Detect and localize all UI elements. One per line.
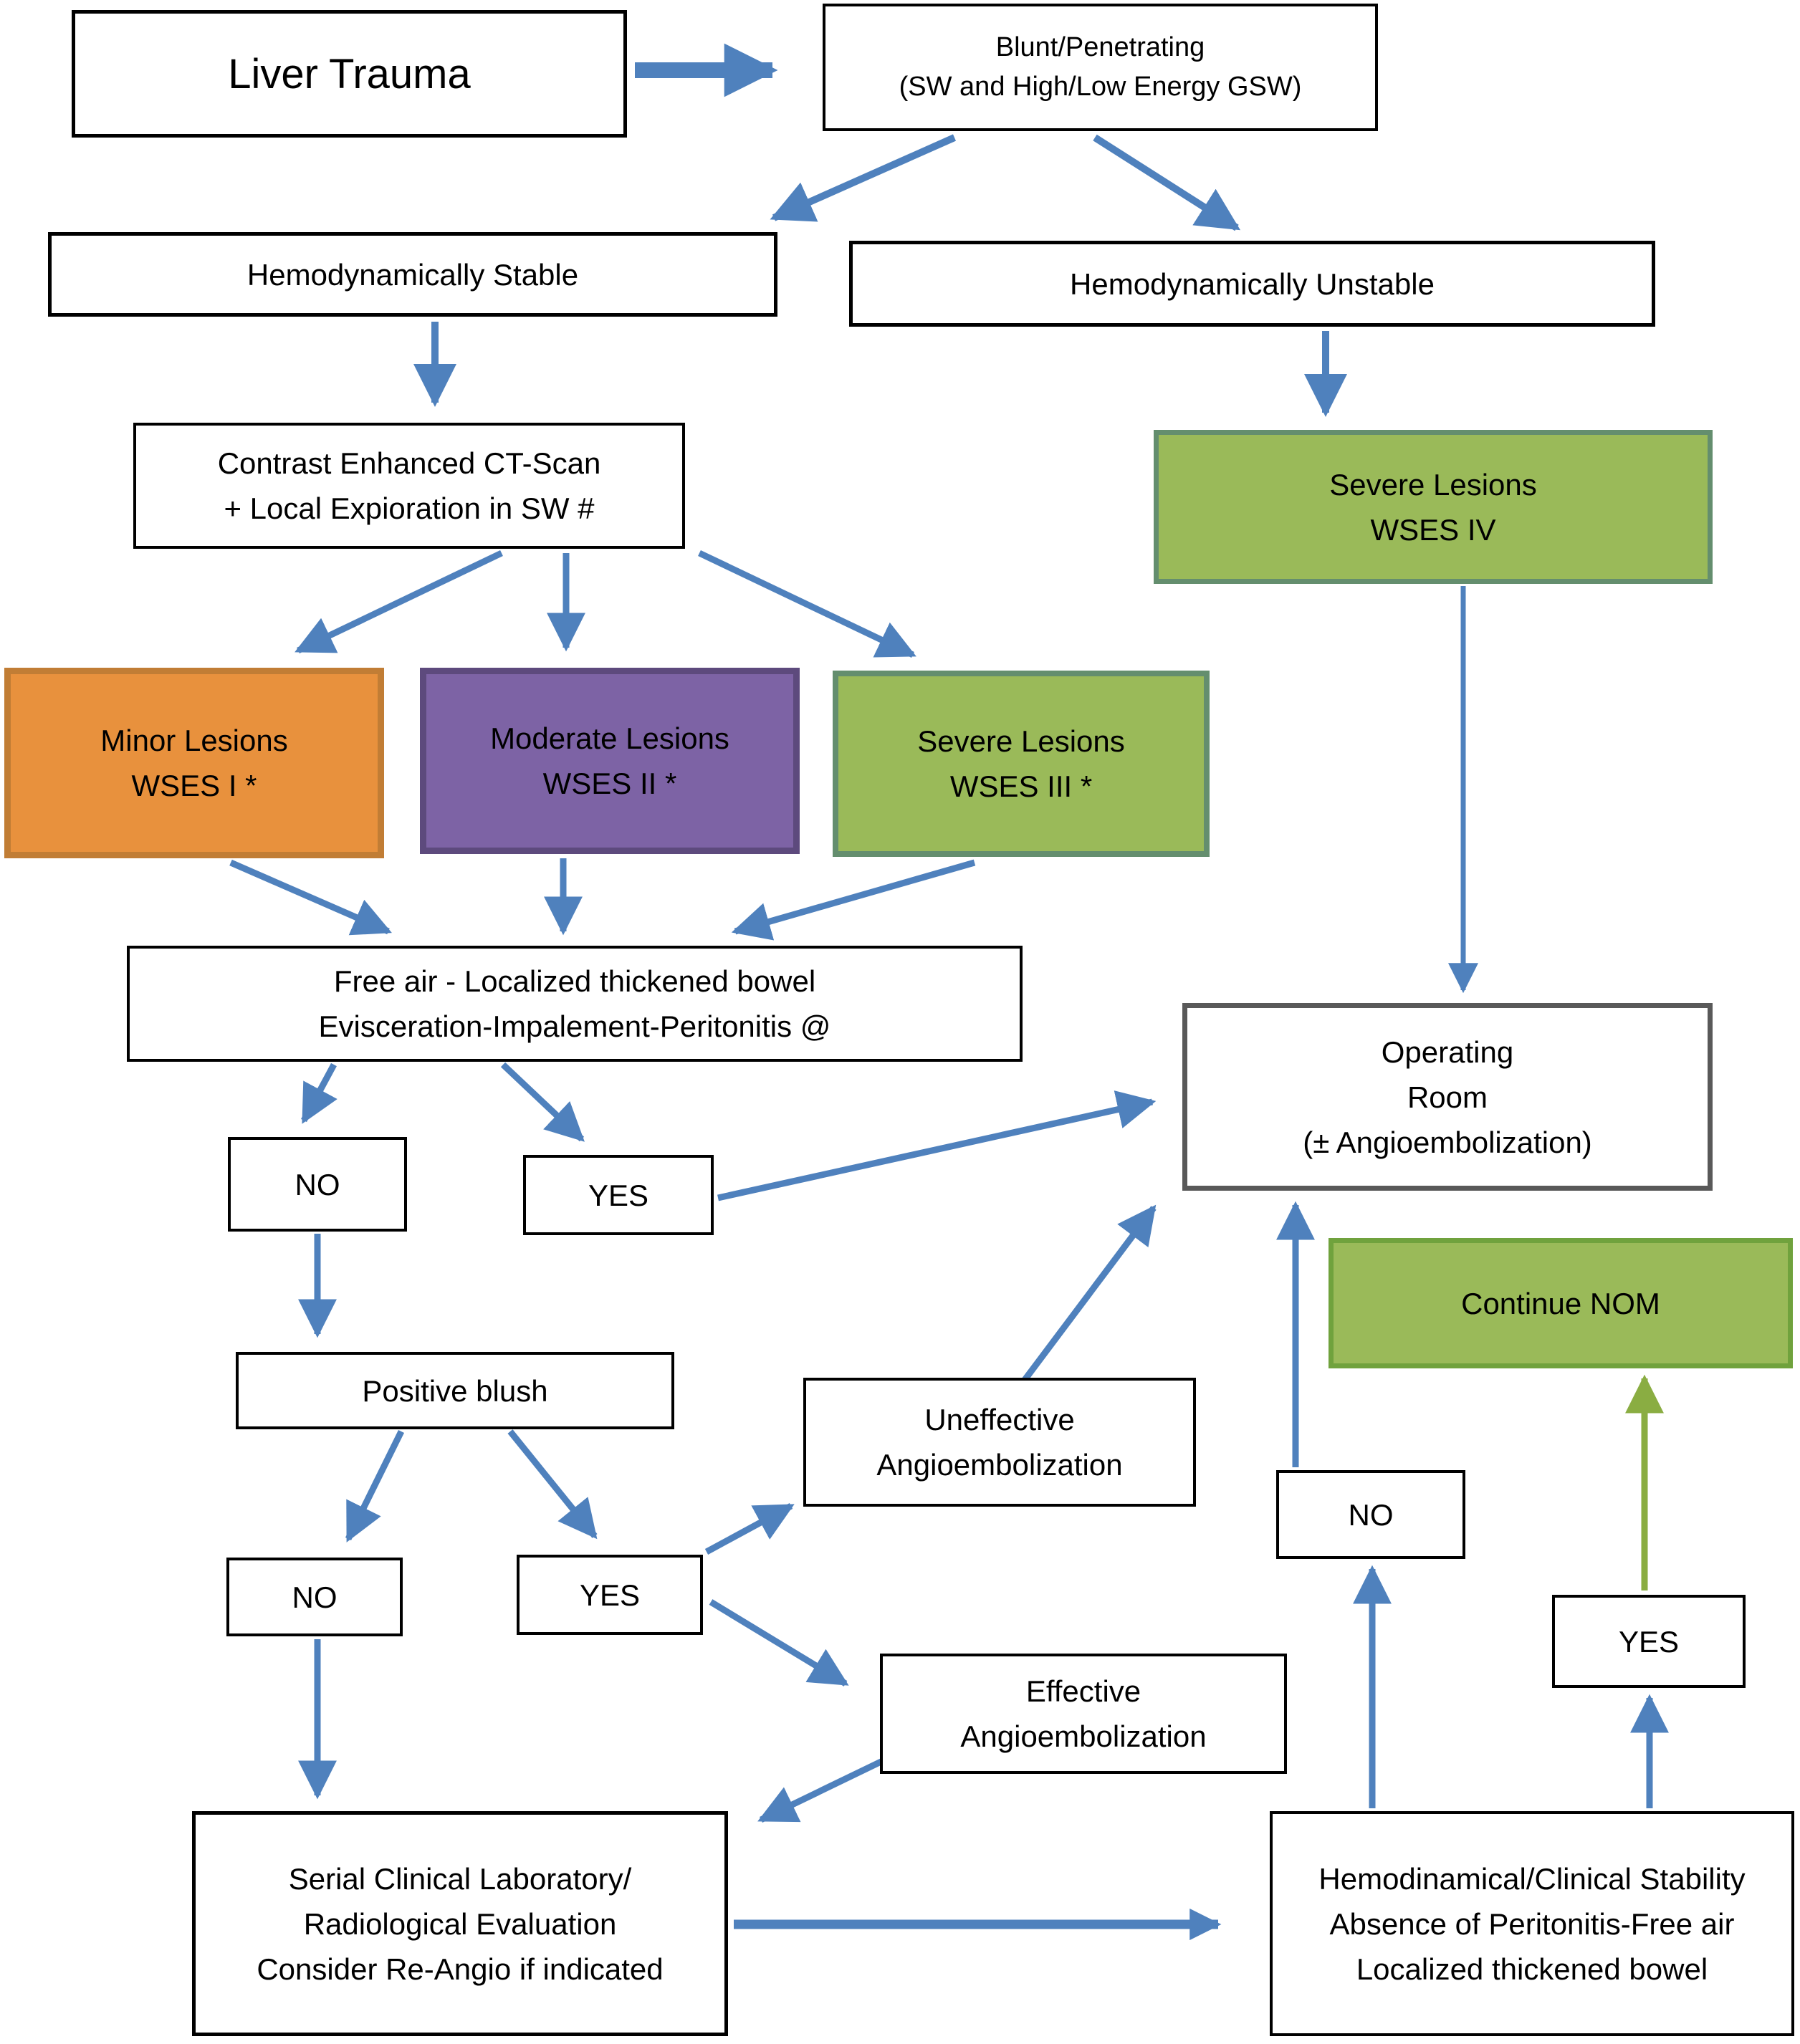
node-serial-clinical-evaluation: Serial Clinical Laboratory/ Radiological… [192, 1811, 728, 2036]
node-label-line: (± Angioembolization) [1303, 1125, 1592, 1159]
node-label-line: Moderate Lesions [490, 721, 729, 755]
node-label: YES [579, 1578, 641, 1612]
arrow-blush-to-no3 [345, 1430, 405, 1542]
node-label-line: WSES II * [542, 767, 677, 800]
node-label: YES [588, 1178, 649, 1212]
node-yes-stability: YES [1552, 1595, 1746, 1688]
node-label-line: Angioembolization [876, 1448, 1123, 1482]
node-label-line: Free air - Localized thickened bowel [333, 964, 816, 998]
node-label-line: Contrast Enhanced CT-Scan [217, 446, 601, 480]
node-effective-angioembolization: Effective Angioembolization [880, 1654, 1287, 1774]
node-label: NO [1348, 1497, 1394, 1532]
node-no-stability: NO [1276, 1470, 1465, 1559]
node-label: NO [295, 1167, 340, 1201]
node-label: Positive blush [362, 1373, 548, 1408]
node-free-air-peritonitis: Free air - Localized thickened bowel Evi… [127, 946, 1023, 1062]
node-label-line: Serial Clinical Laboratory/ [288, 1861, 632, 1896]
arrow-blunt-to-stable [770, 134, 957, 222]
node-label: NO [292, 1580, 338, 1614]
node-severe-lesions-wses-iv: Severe Lesions WSES IV [1154, 430, 1713, 584]
node-label-line: Room [1407, 1080, 1488, 1114]
node-label-line: Uneffective [924, 1403, 1075, 1436]
arrow-uneffective-to-or [1022, 1204, 1157, 1382]
node-moderate-lesions-wses-ii: Moderate Lesions WSES II * [420, 668, 800, 854]
node-hemodinamical-clinical-stability: Hemodinamical/Clinical Stability Absence… [1270, 1811, 1794, 2036]
node-blunt-penetrating: Blunt/Penetrating (SW and High/Low Energ… [823, 4, 1378, 131]
node-hemodynamically-stable: Hemodynamically Stable [48, 232, 777, 317]
arrow-blunt-to-unstable [1093, 134, 1241, 231]
node-label-line: WSES IV [1370, 512, 1496, 547]
node-label-line: (SW and High/Low Energy GSW) [899, 72, 1302, 102]
node-label-line: Severe Lesions [1329, 467, 1537, 502]
node-label-line: Absence of Peritonitis-Free air [1329, 1906, 1735, 1941]
node-minor-lesions-wses-i: Minor Lesions WSES I * [4, 668, 384, 858]
arrow-minor-to-freeair [229, 859, 392, 936]
node-severe-lesions-wses-iii: Severe Lesions WSES III * [833, 671, 1210, 857]
arrow-yes1-to-or [717, 1090, 1157, 1201]
arrow-severe3-to-freeair [731, 859, 976, 941]
node-uneffective-angioembolization: Uneffective Angioembolization [803, 1378, 1196, 1507]
node-positive-blush: Positive blush [236, 1352, 674, 1429]
node-label: Continue NOM [1461, 1286, 1660, 1320]
node-liver-trauma: Liver Trauma [72, 10, 627, 138]
node-no-blush: NO [226, 1558, 403, 1636]
node-yes-blush: YES [517, 1555, 703, 1635]
node-label-line: + Local Expioration in SW # [224, 491, 595, 525]
arrow-ct-to-severe3 [698, 550, 916, 658]
node-label: Liver Trauma [228, 50, 471, 97]
node-label: YES [1618, 1624, 1680, 1659]
arrow-ct-to-minor [295, 550, 503, 654]
node-operating-room: Operating Room (± Angioembolization) [1182, 1003, 1713, 1191]
arrow-effective-to-serial [757, 1752, 896, 1823]
node-label: Hemodynamically Unstable [1070, 267, 1435, 301]
node-label-line: WSES III * [949, 769, 1093, 803]
node-label-line: Blunt/Penetrating [995, 32, 1205, 62]
node-label-line: WSES I * [131, 769, 257, 802]
arrow-freeair-to-yes1 [500, 1062, 585, 1142]
node-label-line: Consider Re-Angio if indicated [257, 1952, 664, 1986]
node-label-line: Operating [1381, 1035, 1514, 1069]
node-label-line: Localized thickened bowel [1356, 1952, 1708, 1986]
node-no-free-air: NO [228, 1137, 407, 1232]
node-label-line: Hemodinamical/Clinical Stability [1318, 1861, 1746, 1896]
node-label-line: Minor Lesions [100, 724, 288, 757]
node-label-line: Angioembolization [960, 1719, 1207, 1753]
node-ct-scan: Contrast Enhanced CT-Scan + Local Expior… [133, 423, 685, 549]
arrow-yes2-to-effective [709, 1599, 849, 1686]
node-label-line: Evisceration-Impalement-Peritonitis @ [318, 1009, 831, 1043]
node-yes-free-air: YES [523, 1155, 714, 1235]
arrow-yes2-to-uneffective [704, 1503, 795, 1555]
node-label-line: Radiological Evaluation [303, 1906, 617, 1941]
node-hemodynamically-unstable: Hemodynamically Unstable [849, 241, 1655, 327]
node-label: Hemodynamically Stable [246, 257, 579, 292]
node-label-line: Effective [1025, 1674, 1141, 1708]
arrow-freeair-to-no1 [301, 1062, 338, 1124]
node-label-line: Severe Lesions [917, 724, 1125, 758]
node-continue-nom: Continue NOM [1329, 1238, 1793, 1368]
arrow-blush-to-yes2 [507, 1429, 598, 1540]
